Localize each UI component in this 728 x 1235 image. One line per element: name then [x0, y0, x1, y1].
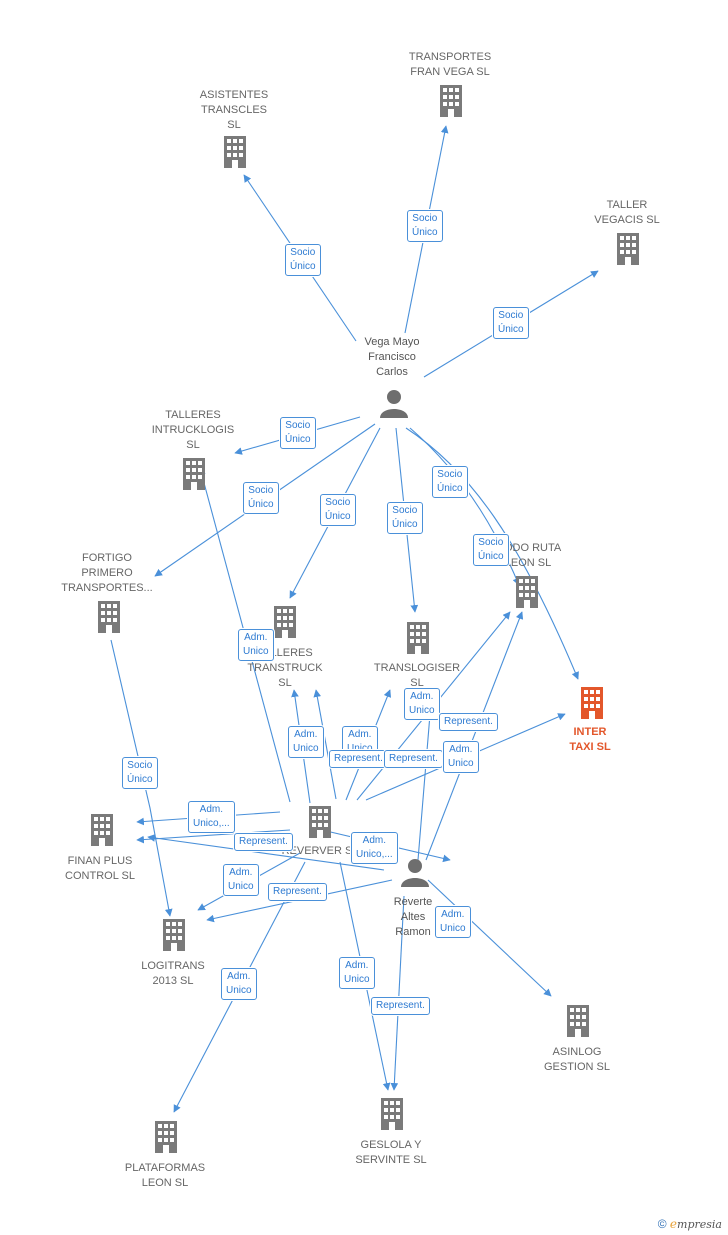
edge-9 [409, 427, 520, 586]
node-label-geslola[interactable]: GESLOLA Y SERVINTE SL [355, 1139, 427, 1166]
node-label-finan_plus[interactable]: FINAN PLUS CONTROL SL [65, 855, 135, 882]
edge-label-e21: Adm. Unico,... [351, 832, 398, 864]
brand-initial: e [669, 1217, 678, 1231]
node-label-fortigo[interactable]: FORTIGO PRIMERO TRANSPORTES... [61, 552, 153, 594]
edge-label-e22: Adm. Unico [223, 864, 259, 896]
edge-label-e4: Socio Único [280, 417, 316, 449]
company-icon-inter_taxi[interactable] [581, 687, 603, 719]
node-label-asinlog[interactable]: ASINLOG GESTION SL [543, 1046, 611, 1073]
node-icons [91, 85, 639, 1153]
node-label-vegacis[interactable]: TALLER VEGACIS SL [594, 199, 660, 226]
edge-label-e16: Represent. [329, 750, 388, 768]
company-icon-geslola[interactable] [381, 1098, 403, 1130]
company-icon-translogiser[interactable] [407, 622, 429, 654]
node-label-plataformas[interactable]: PLATAFORMAS LEON SL [124, 1162, 206, 1189]
copyright-symbol: © [657, 1217, 667, 1231]
edge-label-e2: Socio Único [407, 210, 443, 242]
company-icon-logitrans[interactable] [163, 919, 185, 951]
node-label-inter_taxi[interactable]: INTER TAXI SL [569, 726, 611, 753]
company-icon-plataformas[interactable] [155, 1121, 177, 1153]
node-label-intrucklogis[interactable]: TALLERES INTRUCKLOGIS SL [151, 409, 235, 451]
edge-label-e24: Adm. Unico [435, 906, 471, 938]
edge-27 [425, 611, 524, 861]
node-label-fran_vega[interactable]: TRANSPORTES FRAN VEGA SL [408, 51, 492, 78]
brand-name: mpresia [677, 1218, 722, 1231]
edge-label-e23: Represent. [268, 883, 327, 901]
node-label-translogiser[interactable]: TRANSLOGISER SL [373, 662, 461, 689]
edge-label-e17: Represent. [384, 750, 443, 768]
node-label-asistentes[interactable]: ASISTENTES TRANSCLES SL [199, 89, 269, 131]
node-label-reverte[interactable]: Reverte Altes Ramon [393, 896, 433, 938]
company-icon-intrucklogis[interactable] [183, 458, 205, 490]
company-icon-fortigo[interactable] [98, 601, 120, 633]
edge-label-e11: Adm. Unico [238, 629, 274, 661]
person-icon-reverte[interactable] [401, 859, 429, 887]
edge-13 [313, 689, 337, 800]
edge-8 [405, 427, 579, 680]
edge-label-e12: Adm. Unico [288, 726, 324, 758]
edge-label-e6: Socio Único [320, 494, 356, 526]
edge-19 [147, 834, 385, 871]
edge-label-e10: Socio Único [122, 757, 158, 789]
edge-label-e25: Adm. Unico [221, 968, 257, 1000]
edge-25 [390, 895, 405, 1091]
edge-18 [136, 829, 291, 844]
company-icon-finan_plus[interactable] [91, 814, 113, 846]
edge-24 [427, 879, 552, 997]
edge-label-e19: Adm. Unico,... [188, 801, 235, 833]
edge-label-e18: Adm. Unico [443, 741, 479, 773]
edge-label-e8: Socio Único [432, 466, 468, 498]
edge-10 [110, 639, 173, 917]
edge-label-e28: Represent. [371, 997, 430, 1015]
edge-label-e20: Represent. [234, 833, 293, 851]
edge-label-e3: Socio Único [493, 307, 529, 339]
edge-label-e15: Represent. [439, 713, 498, 731]
edge-label-e9: Socio Único [473, 534, 509, 566]
person-icon-vega_mayo[interactable] [380, 390, 408, 418]
company-icon-modo_ruta[interactable] [516, 576, 538, 608]
edge-label-e27: Adm. Unico [339, 957, 375, 989]
brand-watermark[interactable]: © empresia [658, 1217, 722, 1231]
edge-label-e14: Adm. Unico [404, 688, 440, 720]
company-icon-talleres_transtruck[interactable] [274, 606, 296, 638]
company-icon-vegacis[interactable] [617, 233, 639, 265]
company-icon-asistentes[interactable] [224, 136, 246, 168]
edge-label-e7: Socio Único [387, 502, 423, 534]
node-label-logitrans[interactable]: LOGITRANS 2013 SL [141, 960, 205, 987]
company-icon-fran_vega[interactable] [440, 85, 462, 117]
node-label-talleres_transtruck[interactable]: TALLERES TRANSTRUCK SL [247, 647, 323, 689]
node-label-vega_mayo[interactable]: Vega Mayo Francisco Carlos [364, 336, 420, 378]
edge-label-e1: Socio Único [285, 244, 321, 276]
company-icon-asinlog[interactable] [567, 1005, 589, 1037]
company-icon-reverver[interactable] [309, 806, 331, 838]
edge-label-e5: Socio Único [243, 482, 279, 514]
